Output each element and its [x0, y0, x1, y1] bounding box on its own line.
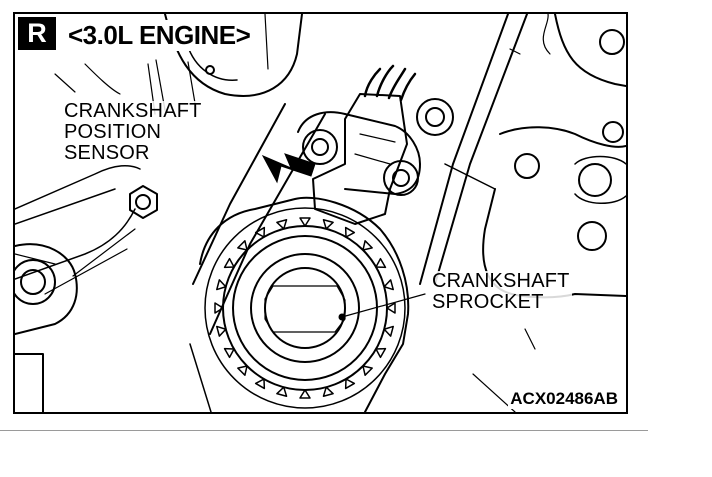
crankshaft-sprocket-label: CRANKSHAFT SPROCKET [430, 271, 572, 313]
page-separator [0, 430, 648, 431]
sensor-label-line-2: POSITION [64, 121, 162, 143]
section-badge: R [18, 17, 56, 50]
sensor-label-line-1: CRANKSHAFT [64, 100, 202, 122]
figure-code: ACX02486AB [508, 389, 620, 409]
engine-line-drawing [15, 14, 626, 412]
engine-diagram-figure: R <3.0L ENGINE> CRANKSHAFT POSITION SENS… [13, 12, 628, 414]
pointer-arrow-icon [261, 153, 316, 184]
sprocket-label-line-1: CRANKSHAFT [432, 270, 570, 292]
sprocket-label-line-2: SPROCKET [432, 291, 544, 313]
engine-title: <3.0L ENGINE> [64, 20, 255, 51]
crankshaft-position-sensor-label: CRANKSHAFT POSITION SENSOR [62, 101, 204, 164]
sensor-label-line-3: SENSOR [64, 142, 150, 164]
